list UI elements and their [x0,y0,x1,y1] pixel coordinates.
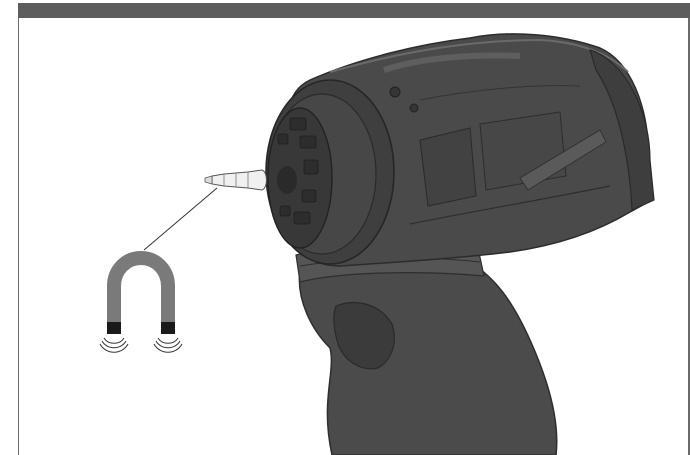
magnet-icon [100,258,182,352]
drill-icon [266,34,654,455]
drill-grip [299,256,556,455]
leader-line [144,188,217,250]
bit-icon [205,170,267,190]
